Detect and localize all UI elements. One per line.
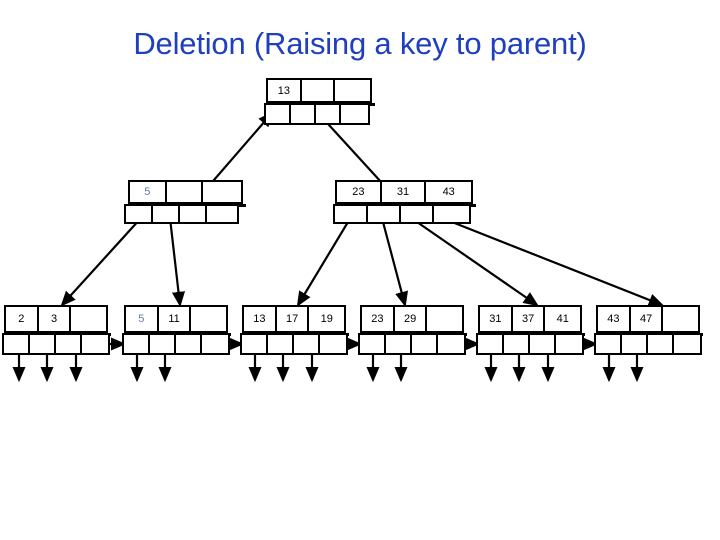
leaf-key-cell: 19	[309, 307, 344, 331]
leaf-pointer-cell[interactable]	[504, 335, 531, 353]
leaf-key-row: 13 17 19	[242, 305, 346, 333]
leaf-key-row: 31 37 41	[478, 305, 582, 333]
leaf-pointer-cell[interactable]	[412, 335, 439, 353]
leaf-key-row: 5 11	[124, 305, 228, 333]
internal-key-cell	[203, 182, 241, 202]
root-node[interactable]: 13	[264, 78, 375, 125]
root-pointer-cell[interactable]	[341, 105, 369, 123]
leaf-key-cell: 3	[38, 307, 72, 331]
leaf-pointer-row	[2, 333, 110, 355]
leaf-pointer-cell[interactable]	[360, 335, 387, 353]
internal-pointer-cell[interactable]	[401, 206, 435, 222]
leaf-pointer-cell[interactable]	[556, 335, 582, 353]
leaf-key-cell: 17	[276, 307, 310, 331]
leaf-key-cell	[191, 307, 226, 331]
leaf-key-cell: 43	[598, 307, 631, 331]
leaf-key-cell: 11	[158, 307, 192, 331]
internal-pointer-row	[124, 204, 239, 224]
leaf-pointer-cell[interactable]	[202, 335, 228, 353]
leaf-pointer-cell[interactable]	[622, 335, 649, 353]
leaf-pointer-cell[interactable]	[386, 335, 413, 353]
root-pointer-cell[interactable]	[266, 105, 292, 123]
leaf-key-row: 23 29	[360, 305, 464, 333]
leaf-pointer-row	[358, 333, 466, 355]
leaf-key-cell	[663, 307, 698, 331]
internal-key-cell	[166, 182, 204, 202]
internal-key-row: 5	[128, 180, 243, 204]
internal-key-row: 23 31 43	[335, 180, 473, 204]
leaf-key-cell: 23	[362, 307, 395, 331]
leaf-pointer-row	[122, 333, 230, 355]
leaf-pointer-cell[interactable]	[124, 335, 151, 353]
leaf-key-cell	[71, 307, 106, 331]
leaf-pointer-cell[interactable]	[294, 335, 321, 353]
leaf-pointer-cell[interactable]	[4, 335, 31, 353]
leaf-key-row: 43 47	[596, 305, 700, 333]
internal-node-left[interactable]: 5	[124, 180, 246, 224]
internal-pointer-cell[interactable]	[207, 206, 237, 222]
leaf-key-cell: 47	[630, 307, 664, 331]
root-key-row: 13	[266, 78, 372, 103]
root-pointer-cell[interactable]	[316, 105, 342, 123]
internal-key-cell: 23	[337, 182, 382, 202]
leaf-pointer-cell[interactable]	[30, 335, 57, 353]
root-key-cell	[301, 80, 336, 101]
leaf-pointer-cell[interactable]	[242, 335, 269, 353]
internal-pointer-cell[interactable]	[335, 206, 369, 222]
internal-key-cell: 5	[130, 182, 167, 202]
root-key-cell: 13	[268, 80, 302, 101]
leaf-key-cell: 31	[480, 307, 513, 331]
leaf-pointer-row	[594, 333, 702, 355]
internal-key-cell: 31	[381, 182, 427, 202]
leaf-key-cell: 2	[6, 307, 39, 331]
internal-pointer-cell[interactable]	[434, 206, 469, 222]
leaf-key-row: 2 3	[4, 305, 108, 333]
leaf-pointer-cell[interactable]	[268, 335, 295, 353]
leaf-pointer-cell[interactable]	[82, 335, 108, 353]
leaf-pointer-cell[interactable]	[150, 335, 177, 353]
internal-key-cell: 43	[426, 182, 471, 202]
leaf-pointer-cell[interactable]	[56, 335, 83, 353]
leaf-pointer-row	[476, 333, 584, 355]
leaf-pointer-cell[interactable]	[438, 335, 464, 353]
leaf-node[interactable]: 23 29	[358, 305, 467, 355]
internal-pointer-cell[interactable]	[126, 206, 154, 222]
internal-pointer-cell[interactable]	[180, 206, 208, 222]
leaf-pointer-row	[240, 333, 348, 355]
leaf-node[interactable]: 13 17 19	[240, 305, 349, 355]
leaf-key-cell: 37	[512, 307, 546, 331]
leaf-pointer-cell[interactable]	[320, 335, 346, 353]
leaf-node[interactable]: 5 11	[122, 305, 231, 355]
leaf-node[interactable]: 2 3	[2, 305, 111, 355]
root-pointer-cell[interactable]	[291, 105, 317, 123]
leaf-key-cell: 13	[244, 307, 277, 331]
leaf-key-cell: 5	[126, 307, 159, 331]
leaf-pointer-cell[interactable]	[530, 335, 557, 353]
root-key-cell	[335, 80, 370, 101]
internal-node-right[interactable]: 23 31 43	[333, 180, 476, 224]
internal-pointer-cell[interactable]	[153, 206, 181, 222]
leaf-pointer-cell[interactable]	[478, 335, 505, 353]
leaf-node[interactable]: 43 47	[594, 305, 703, 355]
root-pointer-row	[264, 103, 370, 125]
leaf-pointer-cell[interactable]	[674, 335, 700, 353]
leaf-key-cell	[427, 307, 462, 331]
internal-pointer-row	[333, 204, 471, 224]
leaf-key-cell: 41	[545, 307, 580, 331]
internal-pointer-cell[interactable]	[368, 206, 402, 222]
page-title: Deletion (Raising a key to parent)	[133, 26, 587, 61]
leaf-key-cell: 29	[394, 307, 428, 331]
leaf-node[interactable]: 31 37 41	[476, 305, 585, 355]
leaf-pointer-cell[interactable]	[596, 335, 623, 353]
leaf-pointer-cell[interactable]	[648, 335, 675, 353]
leaf-pointer-cell[interactable]	[176, 335, 203, 353]
